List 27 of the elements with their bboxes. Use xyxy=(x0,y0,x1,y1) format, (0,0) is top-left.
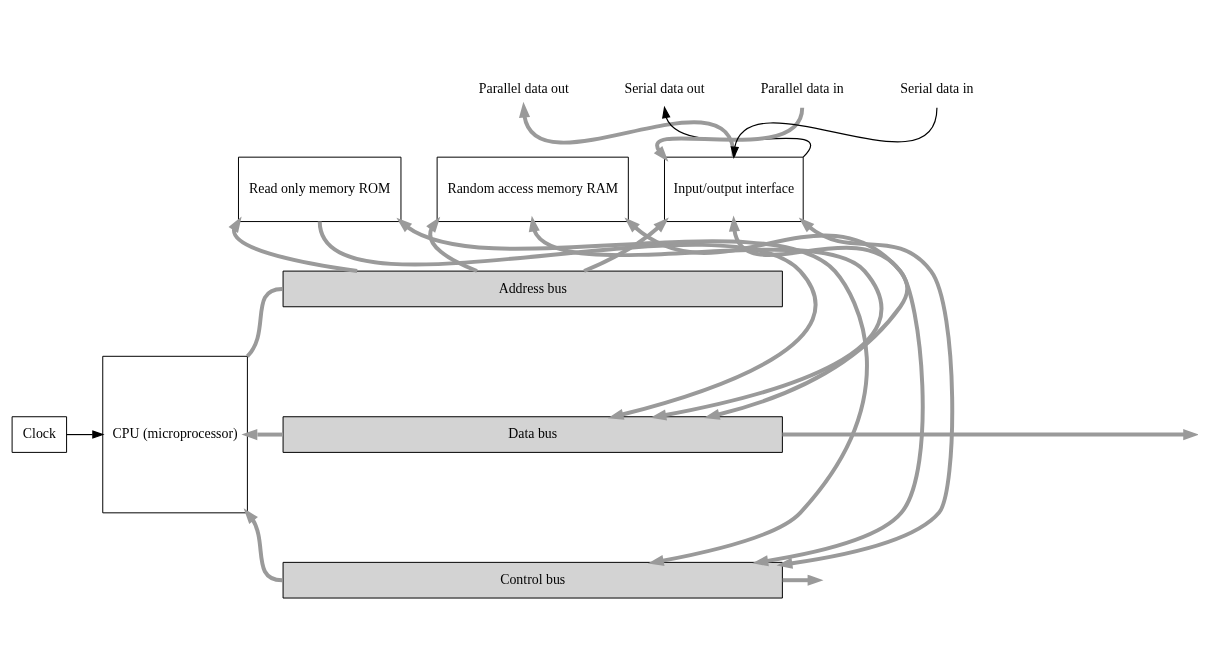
arrow xyxy=(776,217,955,569)
arrow xyxy=(317,220,817,420)
arrow xyxy=(730,106,938,159)
node-text: Parallel data out xyxy=(478,80,569,96)
node-box: CPU (microprocessor) xyxy=(102,355,248,513)
arrow xyxy=(519,101,736,158)
arrow xyxy=(624,216,925,566)
arrow xyxy=(241,428,284,440)
node-box: Clock xyxy=(11,415,68,453)
node-box: Control bus xyxy=(282,561,783,599)
arrow xyxy=(653,106,805,162)
node-text: Serial data out xyxy=(624,80,705,96)
arrow xyxy=(703,215,910,420)
node-box: Input/output interface xyxy=(664,156,804,222)
arrow xyxy=(66,429,105,439)
arrow xyxy=(528,215,884,420)
arrow xyxy=(228,215,358,273)
arrow xyxy=(583,216,669,273)
node-text: Parallel data in xyxy=(760,80,844,96)
node-box: Random access memory RAM xyxy=(436,156,629,222)
arrow xyxy=(396,217,869,566)
arrow xyxy=(782,574,824,586)
arrow xyxy=(426,216,478,273)
node-box: Address bus xyxy=(282,270,783,307)
node-box: Data bus xyxy=(282,415,783,453)
node-text: Serial data in xyxy=(900,80,974,96)
node-box: Read only memory ROM xyxy=(238,156,402,222)
